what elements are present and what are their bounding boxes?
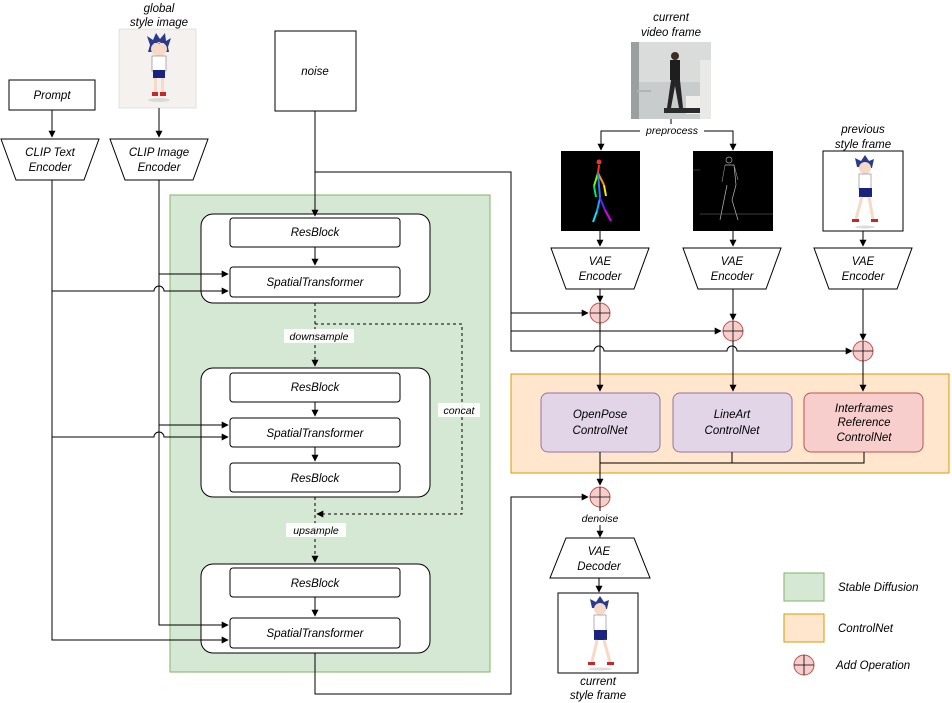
clip-image-encoder-label-2: Encoder: [138, 162, 182, 174]
spatial-transformer-1: [229, 266, 401, 298]
previous-style-frame-image: [822, 150, 904, 232]
global-style-image-label-2: style image: [130, 17, 188, 29]
previous-style-frame-label-2: style frame: [835, 139, 891, 151]
add-op-previous: [852, 340, 874, 362]
interframes-controlnet-label-3: ControlNet: [837, 432, 893, 444]
clip-text-encoder-label: CLIP Text: [25, 147, 75, 159]
noise-box: [274, 30, 357, 112]
lineart-controlnet-label-2: ControlNet: [705, 425, 761, 437]
lineart-image: [693, 151, 773, 231]
legend-controlnet-label: ControlNet: [838, 623, 894, 635]
clip-image-encoder-label: CLIP Image: [129, 147, 189, 159]
vae-encoder-lineart-label: VAE: [721, 256, 744, 268]
prompt-label: Prompt: [33, 90, 71, 102]
resblock-3: [229, 462, 401, 493]
interframes-controlnet-label-2: Reference: [837, 417, 890, 429]
spatial-transformer-3-label: SpatialTransformer: [267, 628, 365, 640]
vae-encoder-openpose-label-2: Encoder: [579, 271, 623, 283]
clip-text-encoder: [0, 138, 100, 181]
legend-stable-diffusion-label: Stable Diffusion: [838, 582, 919, 594]
openpose-controlnet: [540, 392, 661, 453]
current-video-frame: [631, 42, 711, 119]
global-style-image-label: global: [144, 3, 175, 15]
current-style-frame-label-2: style frame: [570, 690, 626, 702]
vae-decoder-label-2: Decoder: [577, 561, 622, 573]
spatial-transformer-3: [229, 617, 401, 649]
add-op-final: [589, 486, 611, 508]
openpose-controlnet-label: OpenPose: [573, 409, 627, 421]
add-op-openpose: [589, 302, 611, 324]
lineart-controlnet: [672, 392, 793, 453]
spatial-transformer-2-label: SpatialTransformer: [267, 428, 365, 440]
legend-stable-diffusion-swatch: [783, 572, 825, 602]
resblock-1-label: ResBlock: [291, 227, 341, 239]
legend-controlnet-swatch: [783, 613, 825, 643]
vae-decoder-label: VAE: [588, 546, 611, 558]
add-op-lineart: [722, 320, 744, 342]
preprocess-label: preprocess: [645, 125, 699, 137]
clip-image-encoder: [109, 138, 209, 181]
openpose-image: [561, 151, 640, 231]
resblock-4-label: ResBlock: [291, 578, 341, 590]
spatial-transformer-1-label: SpatialTransformer: [267, 277, 365, 289]
clip-text-encoder-label-2: Encoder: [29, 162, 73, 174]
current-video-frame-label: current: [653, 12, 690, 24]
legend-add-operation-label: Add Operation: [835, 660, 910, 672]
concat-label: concat: [444, 405, 476, 417]
openpose-controlnet-label-2: ControlNet: [573, 425, 629, 437]
denoise-label: denoise: [582, 513, 619, 525]
resblock-2-label: ResBlock: [291, 382, 341, 394]
noise-label: noise: [301, 66, 329, 78]
current-style-frame-label: current: [580, 676, 617, 688]
interframes-controlnet-label: Interframes: [835, 403, 893, 415]
vae-encoder-lineart-label-2: Encoder: [711, 271, 755, 283]
current-video-frame-label-2: video frame: [641, 27, 701, 39]
current-style-frame-image: [557, 592, 639, 674]
previous-style-frame-label: previous: [840, 124, 885, 136]
lineart-controlnet-label: LineArt: [714, 409, 751, 421]
legend-add-operation-icon: [793, 654, 815, 676]
vae-encoder-previous-label-2: Encoder: [842, 271, 886, 283]
downsample-label: downsample: [290, 331, 349, 343]
resblock-3-label: ResBlock: [291, 473, 341, 485]
vae-decoder: [549, 537, 651, 579]
global-style-image: [118, 28, 197, 109]
vae-encoder-openpose-label: VAE: [589, 256, 612, 268]
legend: Stable Diffusion ControlNet Add Operatio…: [783, 572, 919, 676]
upsample-label: upsample: [293, 525, 339, 537]
vae-encoder-previous: [813, 247, 913, 290]
vae-encoder-openpose: [550, 247, 650, 290]
vae-encoder-lineart: [682, 247, 782, 290]
vae-encoder-previous-label: VAE: [852, 256, 875, 268]
